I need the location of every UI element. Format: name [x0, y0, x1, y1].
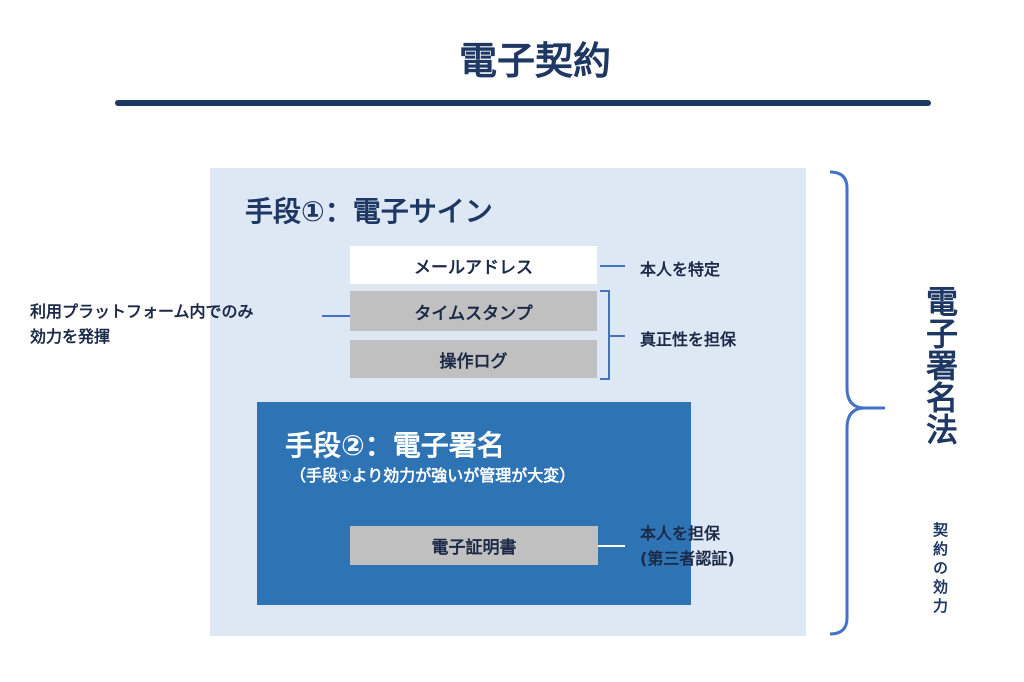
method2-panel — [257, 402, 691, 605]
platform-note-line1: 利用プラットフォーム内でのみ — [30, 302, 254, 321]
identify-connector — [600, 265, 625, 267]
identify-label: 本人を特定 — [640, 260, 721, 279]
authenticity-connector — [610, 335, 625, 337]
method2-heading: 手段②：電子署名 — [285, 429, 505, 462]
guarantee-label-line1: 本人を担保 — [640, 524, 721, 543]
method1-heading: 手段①：電子サイン — [245, 195, 493, 228]
authenticity-label: 真正性を担保 — [640, 330, 737, 349]
email-box: メールアドレス — [350, 246, 597, 284]
operation-log-box: 操作ログ — [350, 340, 597, 378]
law-name: 電子署名法 — [921, 285, 959, 445]
platform-note-line2: 効力を発揮 — [30, 327, 111, 346]
timestamp-box: タイムスタンプ — [350, 291, 597, 331]
guarantee-label-line2: (第三者認証) — [640, 549, 735, 568]
certificate-box: 電子証明書 — [350, 526, 598, 565]
method2-subheading: （手段①より効力が強いが管理が大変） — [290, 466, 576, 485]
platform-connector — [322, 315, 350, 317]
title-divider — [115, 100, 931, 106]
certificate-connector — [598, 545, 625, 547]
law-brace — [829, 170, 885, 636]
page-title: 電子契約 — [458, 39, 611, 83]
law-effect: 契約の効力 — [931, 522, 949, 617]
authenticity-bracket — [600, 290, 610, 380]
